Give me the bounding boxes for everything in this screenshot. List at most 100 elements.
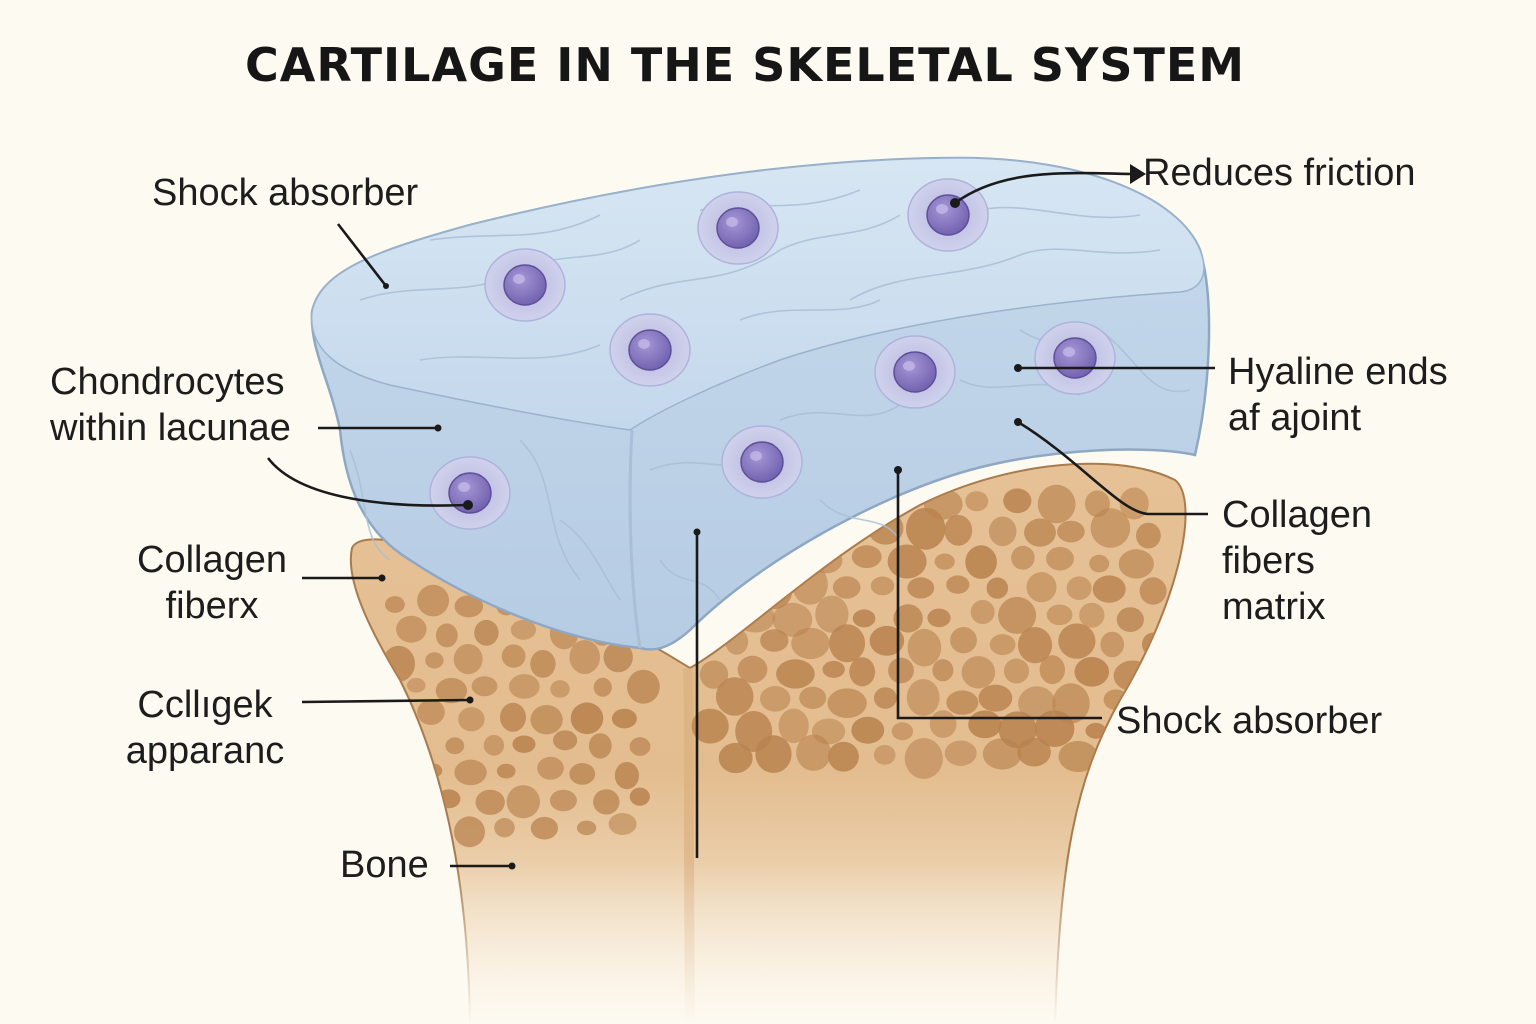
bone-pore [510, 619, 536, 640]
bone-pore [454, 595, 484, 618]
leader-lines [266, 171, 1215, 868]
bone-pore [549, 789, 577, 812]
bone-pore [1034, 710, 1075, 747]
bone-pore [776, 659, 815, 689]
bone-pore [1037, 484, 1076, 524]
label-line: Collagen [1222, 494, 1372, 536]
bone-pore [627, 669, 660, 704]
label-collagen-fibers-matrix: Collagen fibers matrix [1222, 492, 1372, 630]
label-line: fibers [1222, 540, 1315, 582]
bone-pore [382, 821, 407, 841]
label-line: af ajoint [1228, 397, 1362, 439]
bone-pore [425, 652, 444, 669]
bone-pore [603, 642, 633, 673]
bone-pore [483, 734, 505, 756]
bone-pore [385, 596, 405, 613]
bone-pore [929, 710, 957, 738]
bone-pore [593, 789, 620, 815]
bone-pore [982, 738, 1022, 770]
bone-pore [475, 789, 505, 815]
bone-pore [1058, 741, 1098, 772]
leader-dots [378, 198, 1022, 870]
bone-pore [417, 584, 450, 617]
bone-pore [1017, 627, 1053, 664]
bone-pore [944, 515, 973, 546]
bone-pore [906, 507, 946, 550]
bone-pore [395, 782, 425, 812]
bone-pore [458, 707, 485, 732]
bone-pore [512, 735, 536, 753]
label-chondrocytes: Chondrocytes within lacunae [50, 359, 291, 451]
cartilage [310, 156, 1211, 651]
bone-pore [887, 544, 927, 579]
bone-pore [998, 596, 1037, 634]
bone-pore [569, 763, 596, 785]
bone-pore [946, 575, 970, 594]
bone-pore [968, 710, 1002, 739]
bone-pore [1090, 508, 1131, 548]
bone-pore [986, 577, 1009, 599]
bone-pore [494, 818, 515, 838]
bone-pore [950, 627, 977, 654]
bone-pore [893, 604, 923, 633]
bone-pore [1102, 748, 1132, 771]
bone-pore [496, 763, 516, 779]
bone-pore [530, 650, 556, 678]
bone-pore [961, 656, 996, 689]
bone-pore [553, 730, 578, 751]
bone-pore [453, 644, 483, 675]
bone-pore [530, 705, 563, 735]
bone-pore [569, 640, 600, 674]
bone-pore [737, 655, 768, 684]
bone-pore [435, 677, 468, 704]
bone-pore [1011, 545, 1035, 570]
chondrocyte [1034, 321, 1116, 395]
chondrocytes [429, 178, 1116, 530]
bone-pore [593, 677, 612, 697]
label-shock-absorber-top: Shock absorber [152, 170, 418, 216]
bone-pore [570, 702, 604, 735]
label-collagen-fiberx: Collagen fiberx [122, 537, 302, 629]
label-line: within lacunae [50, 407, 291, 449]
bone-pore [1039, 655, 1066, 685]
arrow-head-icon [1130, 164, 1146, 184]
bone-pore [378, 758, 404, 781]
bone-pore [718, 742, 753, 774]
label-line: Chondrocytes [50, 361, 285, 403]
bone-pore [537, 756, 564, 780]
bone-pore [851, 716, 885, 744]
bone-pore [396, 731, 428, 761]
bone-pore [907, 577, 935, 599]
bone-pore [760, 686, 791, 712]
bone-pore [965, 545, 997, 579]
bone-pore [396, 615, 427, 643]
bone-pore [420, 817, 443, 835]
bone-pore [435, 623, 458, 648]
bone-pore [755, 735, 792, 773]
bone-pore [988, 516, 1017, 547]
label-line: Collagen [137, 539, 287, 581]
bone-pore [828, 741, 859, 772]
bone-pore [474, 619, 499, 646]
bone-pore [849, 657, 876, 687]
bone-pore [934, 553, 955, 570]
bone-pore [1003, 488, 1032, 514]
chondrocyte [874, 335, 956, 409]
label-line: Ccllıgek [137, 684, 273, 726]
label-shock-absorber-bottom: Shock absorber [1116, 698, 1382, 744]
bone-pore [1089, 554, 1110, 573]
chondrocyte [484, 248, 566, 322]
bone-pore [970, 600, 995, 624]
bone-pore [891, 722, 914, 741]
chondrocyte [697, 191, 779, 265]
bone-pore [506, 785, 540, 819]
bone-pore [815, 595, 849, 633]
bone-pore [944, 740, 977, 766]
bone-pore [629, 737, 651, 756]
bone-pore [792, 563, 828, 605]
bone-pore [550, 680, 570, 698]
bone-pore [799, 686, 827, 709]
bone-pore [611, 708, 637, 729]
chondrocyte [907, 178, 989, 252]
